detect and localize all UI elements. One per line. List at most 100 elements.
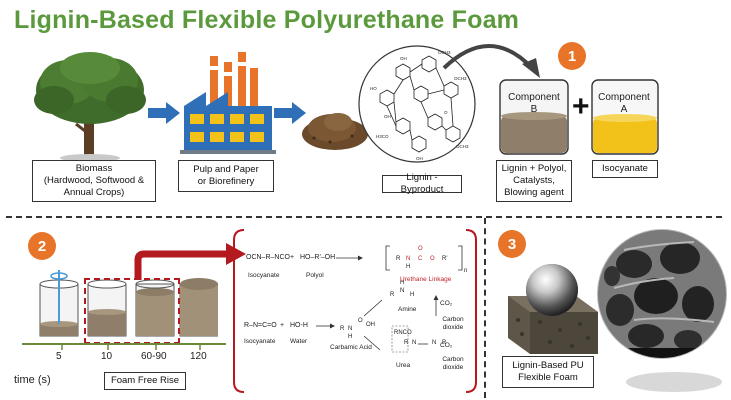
svg-text:N: N bbox=[412, 340, 416, 346]
arrow-right-icon bbox=[148, 102, 180, 124]
svg-text:OH: OH bbox=[416, 156, 423, 161]
pulp-label-line2: or Biorefinery bbox=[197, 176, 255, 187]
polyol-label: Polyol bbox=[306, 272, 324, 279]
carbon-dioxide-label-2: Carbon dioxide bbox=[442, 356, 464, 371]
component-b-letter: B bbox=[530, 104, 538, 115]
pulp-label-line1: Pulp and Paper bbox=[193, 164, 259, 175]
lignin-polyol-line1: Lignin + Polyol, bbox=[501, 163, 567, 174]
red-arrow-icon bbox=[134, 243, 246, 280]
plus-sign-1: + bbox=[290, 254, 295, 261]
svg-text:O: O bbox=[418, 246, 423, 252]
component-b-label: Component bbox=[508, 92, 560, 103]
svg-text:N: N bbox=[432, 340, 436, 346]
svg-text:O: O bbox=[358, 318, 363, 324]
svg-text:H: H bbox=[410, 292, 414, 298]
time-tick-120: 120 bbox=[190, 351, 207, 362]
component-b-beaker bbox=[499, 79, 569, 155]
svg-text:R: R bbox=[396, 256, 401, 262]
highlight-box bbox=[84, 278, 180, 344]
isocyanate-box: Isocyanate bbox=[592, 160, 658, 178]
svg-text:RNCO: RNCO bbox=[394, 330, 412, 336]
lignin-polyol-line3: Blowing agent bbox=[504, 187, 564, 198]
carbon-dioxide-label-1: Carbon dioxide bbox=[442, 316, 464, 331]
svg-text:R: R bbox=[390, 292, 395, 298]
biomass-label-box: Biomass (Hardwood, Softwood & Annual Cro… bbox=[32, 160, 156, 202]
arrow-right-icon bbox=[274, 102, 306, 124]
urea-label: Urea bbox=[396, 362, 411, 369]
lignin-byproduct-box: Lignin - Byproduct bbox=[382, 172, 462, 195]
curved-arrow-icon bbox=[442, 44, 540, 78]
water-formula: HO-H bbox=[290, 322, 308, 329]
amine-label: Amine bbox=[398, 306, 417, 313]
isocyanate-label-2: Isocyanate bbox=[244, 338, 276, 345]
svg-text:OH: OH bbox=[366, 322, 375, 328]
svg-text:n: n bbox=[464, 268, 467, 274]
svg-text:C: C bbox=[418, 256, 423, 262]
time-axis-label: time (s) bbox=[14, 374, 51, 386]
component-a-label: Component bbox=[598, 92, 650, 103]
tree-icon bbox=[34, 52, 146, 162]
step-badge-3: 3 bbox=[498, 230, 526, 258]
co2-label-2: CO₂ bbox=[440, 342, 453, 349]
lignin-polyol-line2: Catalysts, bbox=[513, 175, 555, 186]
foam-label-line2: Flexible Foam bbox=[518, 372, 578, 383]
svg-text:R: R bbox=[442, 340, 447, 346]
urethane-linkage-label: Urethane Linkage bbox=[400, 276, 452, 283]
svg-text:H3CO: H3CO bbox=[376, 134, 389, 139]
svg-text:R: R bbox=[404, 340, 409, 346]
carbamic-acid-label: Carbamic Acid bbox=[330, 344, 372, 351]
isocyanate-formula-1: OCN–R–NCO bbox=[246, 254, 290, 261]
svg-text:O: O bbox=[430, 256, 435, 262]
svg-text:OH: OH bbox=[384, 114, 391, 119]
svg-text:N: N bbox=[406, 256, 410, 262]
lignin-byproduct-label: Lignin - Byproduct bbox=[400, 172, 444, 195]
svg-text:OCH3: OCH3 bbox=[438, 50, 451, 55]
svg-text:R: R bbox=[340, 326, 345, 332]
svg-text:R': R' bbox=[442, 256, 447, 262]
svg-text:N: N bbox=[400, 288, 404, 294]
biomass-label-line1: Biomass bbox=[75, 163, 113, 174]
biomass-label-line3: Annual Crops) bbox=[63, 187, 125, 198]
isocyanate-label: Isocyanate bbox=[602, 163, 648, 174]
isocyanate-formula-2: R–N=C=O bbox=[244, 322, 277, 329]
page-title: Lignin-Based Flexible Polyurethane Foam bbox=[14, 6, 520, 34]
time-tick-60-90: 60-90 bbox=[141, 351, 167, 362]
svg-text:H: H bbox=[406, 264, 410, 270]
step-badge-2: 2 bbox=[28, 232, 56, 260]
vertical-divider bbox=[484, 218, 486, 398]
water-label: Water bbox=[290, 338, 308, 345]
foam-free-rise-label: Foam Free Rise bbox=[110, 375, 180, 386]
co2-label-1: CO₂ bbox=[440, 300, 453, 307]
plus-sign-2: + bbox=[280, 322, 285, 329]
foam-rise-cylinders bbox=[39, 270, 218, 337]
foam-label-line1: Lignin-Based PU bbox=[512, 360, 584, 371]
svg-text:N: N bbox=[348, 326, 352, 332]
lignin-polyol-box: Lignin + Polyol, Catalysts, Blowing agen… bbox=[496, 160, 572, 202]
foam-free-rise-box: Foam Free Rise bbox=[104, 372, 186, 390]
time-axis bbox=[22, 343, 226, 350]
plus-sign: + bbox=[572, 90, 590, 123]
step-badge-1: 1 bbox=[558, 42, 586, 70]
polyol-formula: HO–R'–OH bbox=[300, 254, 336, 261]
horizontal-divider bbox=[6, 216, 722, 218]
biomass-label-line2: (Hardwood, Softwood & bbox=[43, 175, 145, 186]
factory-icon bbox=[180, 52, 276, 154]
svg-text:OH: OH bbox=[400, 56, 407, 61]
lignin-powder-icon bbox=[302, 113, 368, 150]
component-a-letter: A bbox=[620, 104, 628, 115]
svg-text:H: H bbox=[400, 280, 404, 286]
foam-sample-image bbox=[508, 264, 598, 354]
svg-text:OCH3: OCH3 bbox=[456, 144, 469, 149]
time-tick-5: 5 bbox=[56, 351, 62, 362]
time-tick-10: 10 bbox=[101, 351, 113, 362]
foam-label-box: Lignin-Based PU Flexible Foam bbox=[502, 356, 594, 388]
shadow-decoration bbox=[626, 372, 722, 392]
svg-text:OCH3: OCH3 bbox=[454, 76, 467, 81]
svg-text:O: O bbox=[444, 110, 448, 115]
isocyanate-label-1: Isocyanate bbox=[248, 272, 280, 279]
svg-text:H: H bbox=[348, 334, 352, 340]
svg-text:HO: HO bbox=[370, 86, 377, 91]
pulp-label-box: Pulp and Paper or Biorefinery bbox=[178, 160, 274, 192]
